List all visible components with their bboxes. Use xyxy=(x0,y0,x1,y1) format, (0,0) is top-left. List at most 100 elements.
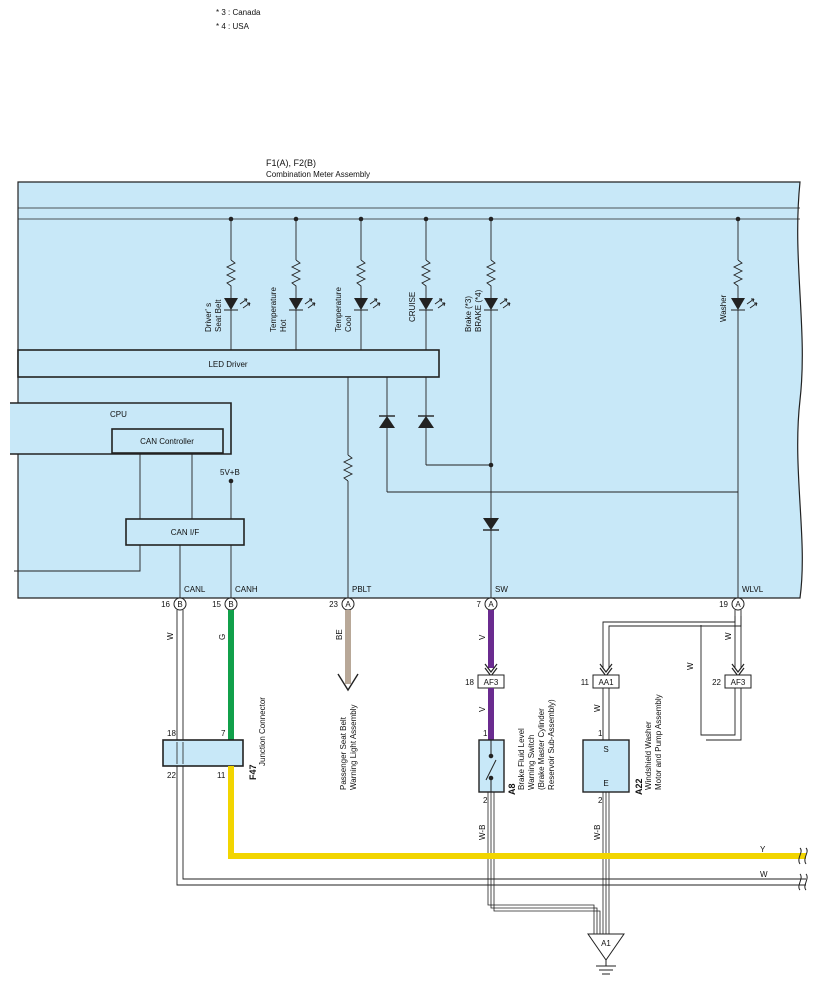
junction-connector-box xyxy=(162,739,244,767)
wire-code: G xyxy=(218,634,227,640)
label-temp-hot-1: Temperature xyxy=(269,287,278,332)
pin-number: 7 xyxy=(477,600,482,609)
junction-pin-tl: 18 xyxy=(167,729,176,738)
wire-code: W-B xyxy=(478,825,487,840)
wire-wlvl-w xyxy=(602,610,742,741)
power-label: 5V+B xyxy=(220,468,240,477)
can-if-label: CAN I/F xyxy=(171,528,200,537)
brake-switch-pin-bottom: 2 xyxy=(483,796,488,805)
indicator-labels: Driver' s Seat Belt Temperature Hot Temp… xyxy=(204,287,728,332)
label-temp-hot-2: Hot xyxy=(279,319,288,332)
note-canada: * 3 : Canada xyxy=(216,8,261,17)
washer-pin-bottom: 2 xyxy=(598,796,603,805)
pin-number: 15 xyxy=(212,600,221,609)
junction-name: Junction Connector xyxy=(258,697,267,766)
brake-switch-line4: Reservoir Sub-Assembly) xyxy=(547,699,556,790)
connector-af3-right-name: AF3 xyxy=(731,678,746,687)
bus-wire-top: Y xyxy=(760,845,766,854)
ground-label: A1 xyxy=(601,939,611,948)
connector-aa1-pin: 11 xyxy=(581,678,590,687)
led-icons xyxy=(224,298,758,311)
combination-meter-body xyxy=(17,181,803,599)
brake-switch-pin-top: 1 xyxy=(483,729,488,738)
wire-code: W xyxy=(686,662,695,670)
ground-connector xyxy=(587,933,625,961)
wire-code: BE xyxy=(335,629,344,640)
pin-connector-letter: B xyxy=(177,600,182,609)
junction-code: F47 xyxy=(248,764,258,780)
wire-bus-w xyxy=(176,766,806,886)
rail-junctions xyxy=(228,216,741,484)
label-temp-cool-1: Temperature xyxy=(334,287,343,332)
label-brake-2: BRAKE (*4) xyxy=(474,289,483,332)
pin-connector-letter: A xyxy=(735,600,741,609)
wire-break-icon xyxy=(798,847,808,891)
led-icon xyxy=(419,298,446,311)
pin-connector-letter: B xyxy=(228,600,233,609)
can-controller-label: CAN Controller xyxy=(140,437,194,446)
seatbelt-light-label-1: Passenger Seat Belt xyxy=(339,716,348,790)
meter-subtitle: Combination Meter Assembly xyxy=(266,170,370,179)
note-usa: * 4 : USA xyxy=(216,22,250,31)
led-icon xyxy=(224,298,251,311)
connector-af3-left-name: AF3 xyxy=(484,678,499,687)
junction-pin-br: 11 xyxy=(217,771,226,780)
wire-code: W xyxy=(593,704,602,712)
pin-number: 19 xyxy=(719,600,728,609)
ground-icon xyxy=(596,960,616,975)
can-if-box xyxy=(125,518,245,546)
label-temp-cool-2: Cool xyxy=(344,315,353,332)
wire-code: W xyxy=(724,632,733,640)
bus-wire-bottom: W xyxy=(760,870,768,879)
brake-switch-line1: Brake Fluid Level xyxy=(517,728,526,790)
brake-switch-line2: Warning Switch xyxy=(527,735,536,790)
connector-af3-right-pin: 22 xyxy=(712,678,721,687)
can-controller-box xyxy=(111,428,224,454)
junction-pin-bl: 22 xyxy=(167,771,176,780)
diode-icons xyxy=(379,415,499,531)
diode-icon xyxy=(379,416,395,428)
led-driver-label: LED Driver xyxy=(208,360,247,369)
wire-brake-wb xyxy=(487,792,601,934)
led-icon xyxy=(289,298,316,311)
meter-title: F1(A), F2(B) xyxy=(266,158,316,168)
seatbelt-light-label-2: Warning Light Assembly xyxy=(349,704,358,790)
diode-icon xyxy=(483,518,499,530)
label-washer: Washer xyxy=(719,294,728,322)
terminal-wlvl: WLVL xyxy=(742,585,764,594)
arrow-down-icon xyxy=(337,673,359,692)
washer-line1: Windshield Washer xyxy=(644,721,653,790)
label-driver-seatbelt-1: Driver' s xyxy=(204,303,213,332)
connector-af3-right xyxy=(724,674,752,689)
internal-wiring xyxy=(14,377,738,598)
pin-number: 16 xyxy=(161,600,170,609)
switch-icon xyxy=(485,740,497,792)
cpu-label: CPU xyxy=(110,410,127,419)
washer-term-s: S xyxy=(603,745,608,754)
terminal-canh: CANH xyxy=(235,585,258,594)
label-brake-1: Brake (*3) xyxy=(464,296,473,332)
wire-code: W-B xyxy=(593,825,602,840)
junction-pin-tr: 7 xyxy=(221,729,226,738)
wire-code: V xyxy=(478,706,487,712)
brake-switch-code: A8 xyxy=(507,783,517,795)
terminal-sw: SW xyxy=(495,585,508,594)
led-driver-box xyxy=(17,349,440,378)
indicator-branches xyxy=(225,219,744,598)
wire-code: V xyxy=(478,634,487,640)
washer-motor-box xyxy=(582,739,630,793)
terminal-labels: CANL CANH PBLT SW WLVL xyxy=(184,585,764,594)
label-cruise: CRUISE xyxy=(408,292,417,322)
wire-code: W xyxy=(166,632,175,640)
washer-line2: Motor and Pump Assembly xyxy=(654,694,663,790)
wire-canl-w xyxy=(176,610,184,740)
led-icon xyxy=(731,298,758,311)
connector-aa1-name: AA1 xyxy=(598,678,614,687)
pin-number: 23 xyxy=(329,600,338,609)
pin-connector-letter: A xyxy=(488,600,494,609)
wire-bus-yellow xyxy=(228,766,806,859)
washer-term-e: E xyxy=(603,779,608,788)
washer-code: A22 xyxy=(634,778,644,795)
washer-pin-top: 1 xyxy=(598,729,603,738)
connector-arrow-icon xyxy=(731,663,745,677)
